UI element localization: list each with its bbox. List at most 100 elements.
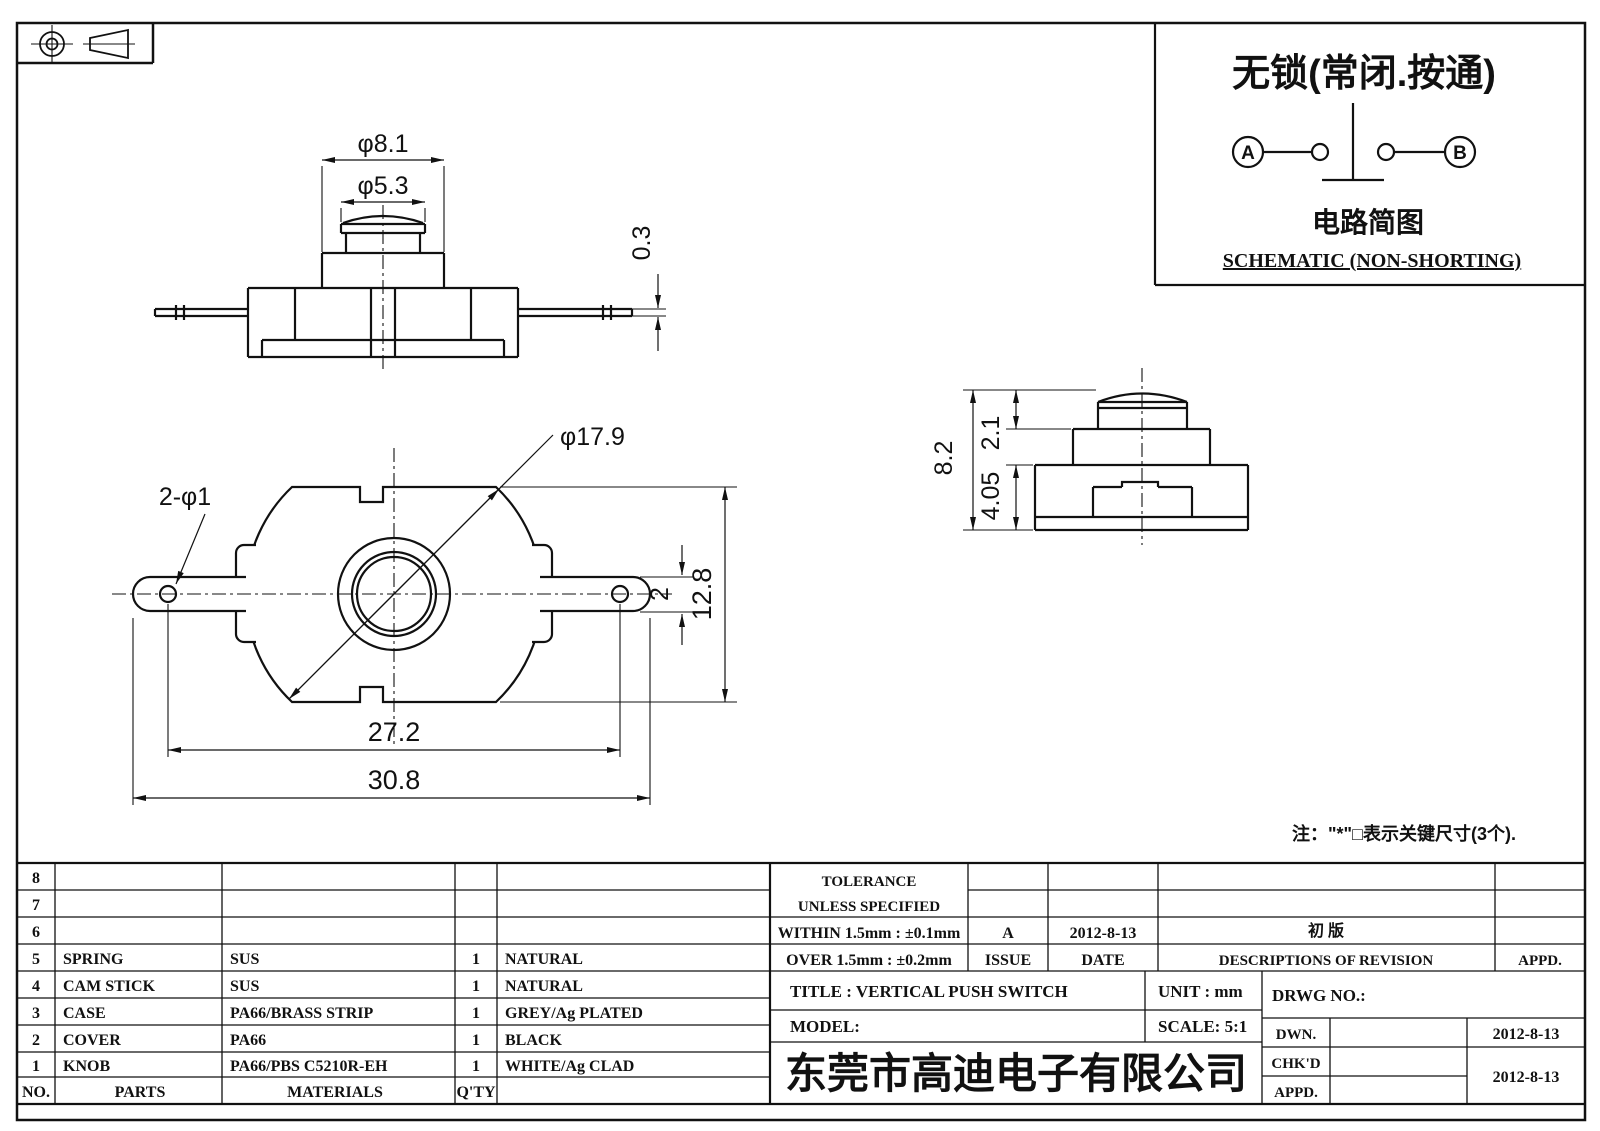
row-qty: 1 <box>472 1058 480 1075</box>
front-view-dimension-lines <box>322 157 661 351</box>
side-dim-total: 8.2 <box>930 441 958 476</box>
revision-header: DESCRIPTIONS OF REVISION <box>1219 953 1434 969</box>
row-remark: NATURAL <box>505 951 583 968</box>
row-parts: CASE <box>63 1005 106 1022</box>
front-dim-knob: φ5.3 <box>358 172 409 200</box>
row-no: 1 <box>32 1058 40 1075</box>
front-view: φ8.1 φ5.3 0.3 <box>153 130 666 372</box>
appd-header: APPD. <box>1518 953 1562 969</box>
table-row: 7 <box>32 897 40 914</box>
table-row: 5 SPRING SUS 1 NATURAL <box>32 951 583 968</box>
front-dim-step: φ8.1 <box>358 130 409 158</box>
issue-value: A <box>1002 925 1014 942</box>
top-dim-holes: 2-φ1 <box>159 483 211 511</box>
parts-table: 8 7 6 5 SPRING SUS 1 NATURAL 4 CAM STICK… <box>22 870 643 1101</box>
top-dim-pitch: 27.2 <box>368 717 421 747</box>
row-no: 2 <box>32 1032 40 1049</box>
first-angle-projection-icon <box>31 25 135 63</box>
front-dim-terminal: 0.3 <box>628 226 656 261</box>
dwn-label: DWN. <box>1276 1027 1317 1043</box>
tolerance-line2: UNLESS SPECIFIED <box>798 899 940 915</box>
side-dim-knob: 2.1 <box>977 416 1005 451</box>
appd-label: APPD. <box>1274 1085 1318 1101</box>
row-qty: 1 <box>472 951 480 968</box>
projection-symbol-box <box>17 23 155 65</box>
parts-table-header: NO. PARTS MATERIALS Q'TY <box>22 1084 496 1101</box>
row-materials: PA66/PBS C5210R-EH <box>230 1058 388 1075</box>
row-remark: GREY/Ag PLATED <box>505 1005 643 1022</box>
scale-label: SCALE: 5:1 <box>1158 1017 1247 1036</box>
table-row: 3 CASE PA66/BRASS STRIP 1 GREY/Ag PLATED <box>32 1005 643 1022</box>
chkd-label: CHK'D <box>1271 1056 1320 1072</box>
row-no: 7 <box>32 897 40 914</box>
side-view-extension-lines <box>963 389 1096 531</box>
row-no: 8 <box>32 870 40 887</box>
issue-label: ISSUE <box>985 952 1031 969</box>
front-view-extension-lines <box>321 166 666 317</box>
header-parts: PARTS <box>115 1084 166 1101</box>
circuit-diagram <box>1231 103 1477 182</box>
table-row: 1 KNOB PA66/PBS C5210R-EH 1 WHITE/Ag CLA… <box>32 1058 634 1075</box>
table-grid <box>17 861 1585 1106</box>
row-no: 5 <box>32 951 40 968</box>
table-row: 2 COVER PA66 1 BLACK <box>32 1032 562 1049</box>
unit-label: UNIT : mm <box>1158 982 1243 1001</box>
row-qty: 1 <box>472 1032 480 1049</box>
schematic-caption-en: SCHEMATIC (NON-SHORTING) <box>1223 250 1521 272</box>
schematic-box: 无锁(常闭.按通) A B 电路简图 SCHEMATIC (NON-SHORTI… <box>1153 23 1585 287</box>
sheet-border <box>15 21 1587 1122</box>
row-parts: CAM STICK <box>63 978 156 995</box>
header-materials: MATERIALS <box>287 1084 383 1101</box>
schematic-title: 无锁(常闭.按通) <box>1232 53 1496 95</box>
drwg-no-label: DRWG NO.: <box>1272 986 1366 1005</box>
row-materials: SUS <box>230 951 259 968</box>
row-remark: WHITE/Ag CLAD <box>505 1058 634 1075</box>
dwn-date: 2012-8-13 <box>1493 1026 1560 1043</box>
row-materials: SUS <box>230 978 259 995</box>
row-no: 3 <box>32 1005 40 1022</box>
row-no: 6 <box>32 924 40 941</box>
tolerance-within: WITHIN 1.5mm : ±0.1mm <box>778 925 961 942</box>
row-qty: 1 <box>472 1005 480 1022</box>
row-materials: PA66/BRASS STRIP <box>230 1005 374 1022</box>
top-dim-tab: 2 <box>646 587 674 601</box>
table-row: 8 <box>32 870 40 887</box>
revision-description: 初 版 <box>1308 921 1344 940</box>
table-row: 6 <box>32 924 40 941</box>
top-dim-body: φ17.9 <box>560 423 625 451</box>
top-view: 2-φ1 φ17.9 27.2 30.8 12.8 2 <box>112 423 737 805</box>
chkd-date: 2012-8-13 <box>1493 1069 1560 1086</box>
date-label: DATE <box>1081 952 1124 969</box>
row-parts: KNOB <box>63 1058 110 1075</box>
row-parts: SPRING <box>63 951 124 968</box>
side-dim-base: 4.05 <box>977 472 1005 521</box>
schematic-caption-cn: 电路简图 <box>1312 206 1424 238</box>
header-qty: Q'TY <box>456 1084 496 1101</box>
tolerance-over: OVER 1.5mm : ±0.2mm <box>786 952 952 969</box>
top-dim-width: 12.8 <box>687 568 717 621</box>
header-no: NO. <box>22 1084 50 1101</box>
top-dim-overall: 30.8 <box>368 765 421 795</box>
terminal-b-label: B <box>1453 143 1467 164</box>
key-dimension-note: 注："*"□表示关键尺寸(3个). <box>1292 823 1516 844</box>
row-remark: BLACK <box>505 1032 562 1049</box>
top-view-dimension-lines <box>133 434 728 801</box>
side-view: 8.2 2.1 4.05 <box>930 368 1250 545</box>
front-view-outline <box>153 214 634 359</box>
company-name: 东莞市高迪电子有限公司 <box>785 1050 1247 1097</box>
table-row: 4 CAM STICK SUS 1 NATURAL <box>32 978 583 995</box>
row-no: 4 <box>32 978 40 995</box>
top-view-extension-lines <box>132 486 737 805</box>
row-remark: NATURAL <box>505 978 583 995</box>
row-materials: PA66 <box>230 1032 266 1049</box>
model-label: MODEL: <box>790 1017 860 1036</box>
row-qty: 1 <box>472 978 480 995</box>
tolerance-line1: TOLERANCE <box>822 874 917 890</box>
revision-date: 2012-8-13 <box>1070 925 1137 942</box>
row-parts: COVER <box>63 1032 121 1049</box>
side-view-dimension-lines <box>970 390 1019 530</box>
drawing-title: TITLE : VERTICAL PUSH SWITCH <box>790 982 1068 1001</box>
title-block: TOLERANCE UNLESS SPECIFIED WITHIN 1.5mm … <box>778 874 1562 1101</box>
